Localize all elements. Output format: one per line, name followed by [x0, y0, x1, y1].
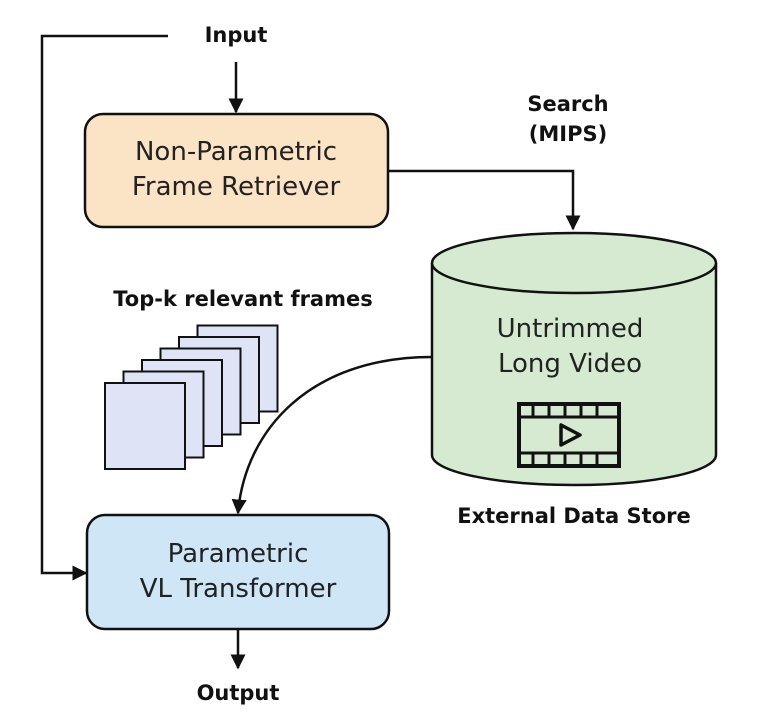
- search-arrow: [388, 169, 581, 231]
- search-label: Search: [527, 92, 608, 116]
- retriever-title-line1: Non-Parametric: [135, 137, 337, 167]
- bypass-arrow: [40, 34, 168, 581]
- retriever-title-line2: Frame Retriever: [132, 172, 341, 202]
- transformer-title-line1: Parametric: [168, 539, 309, 569]
- retriever-box: Non-Parametric Frame Retriever: [83, 112, 390, 229]
- transformer-title-line2: VL Transformer: [140, 574, 337, 604]
- data-store-title-line2: Long Video: [498, 349, 642, 379]
- data-store-cylinder: Untrimmed Long Video: [430, 231, 718, 487]
- data-store-title-line1: Untrimmed: [497, 314, 644, 344]
- retriever-box-shape: [83, 112, 390, 229]
- video-play-icon: [517, 402, 621, 468]
- search-mips-label: (MIPS): [529, 122, 607, 146]
- cylinder-body: [430, 263, 718, 487]
- output-label: Output: [197, 681, 280, 705]
- video-frame: [104, 382, 186, 470]
- frames-stack: [104, 324, 279, 470]
- input-label: Input: [205, 23, 268, 47]
- frames-label: Top-k relevant frames: [113, 287, 372, 311]
- transformer-box-shape: [85, 513, 391, 631]
- retrieved-frames-arrow: [231, 355, 433, 515]
- data-store-caption: External Data Store: [457, 504, 690, 528]
- cylinder-top: [430, 231, 718, 295]
- transformer-box: Parametric VL Transformer: [85, 513, 391, 631]
